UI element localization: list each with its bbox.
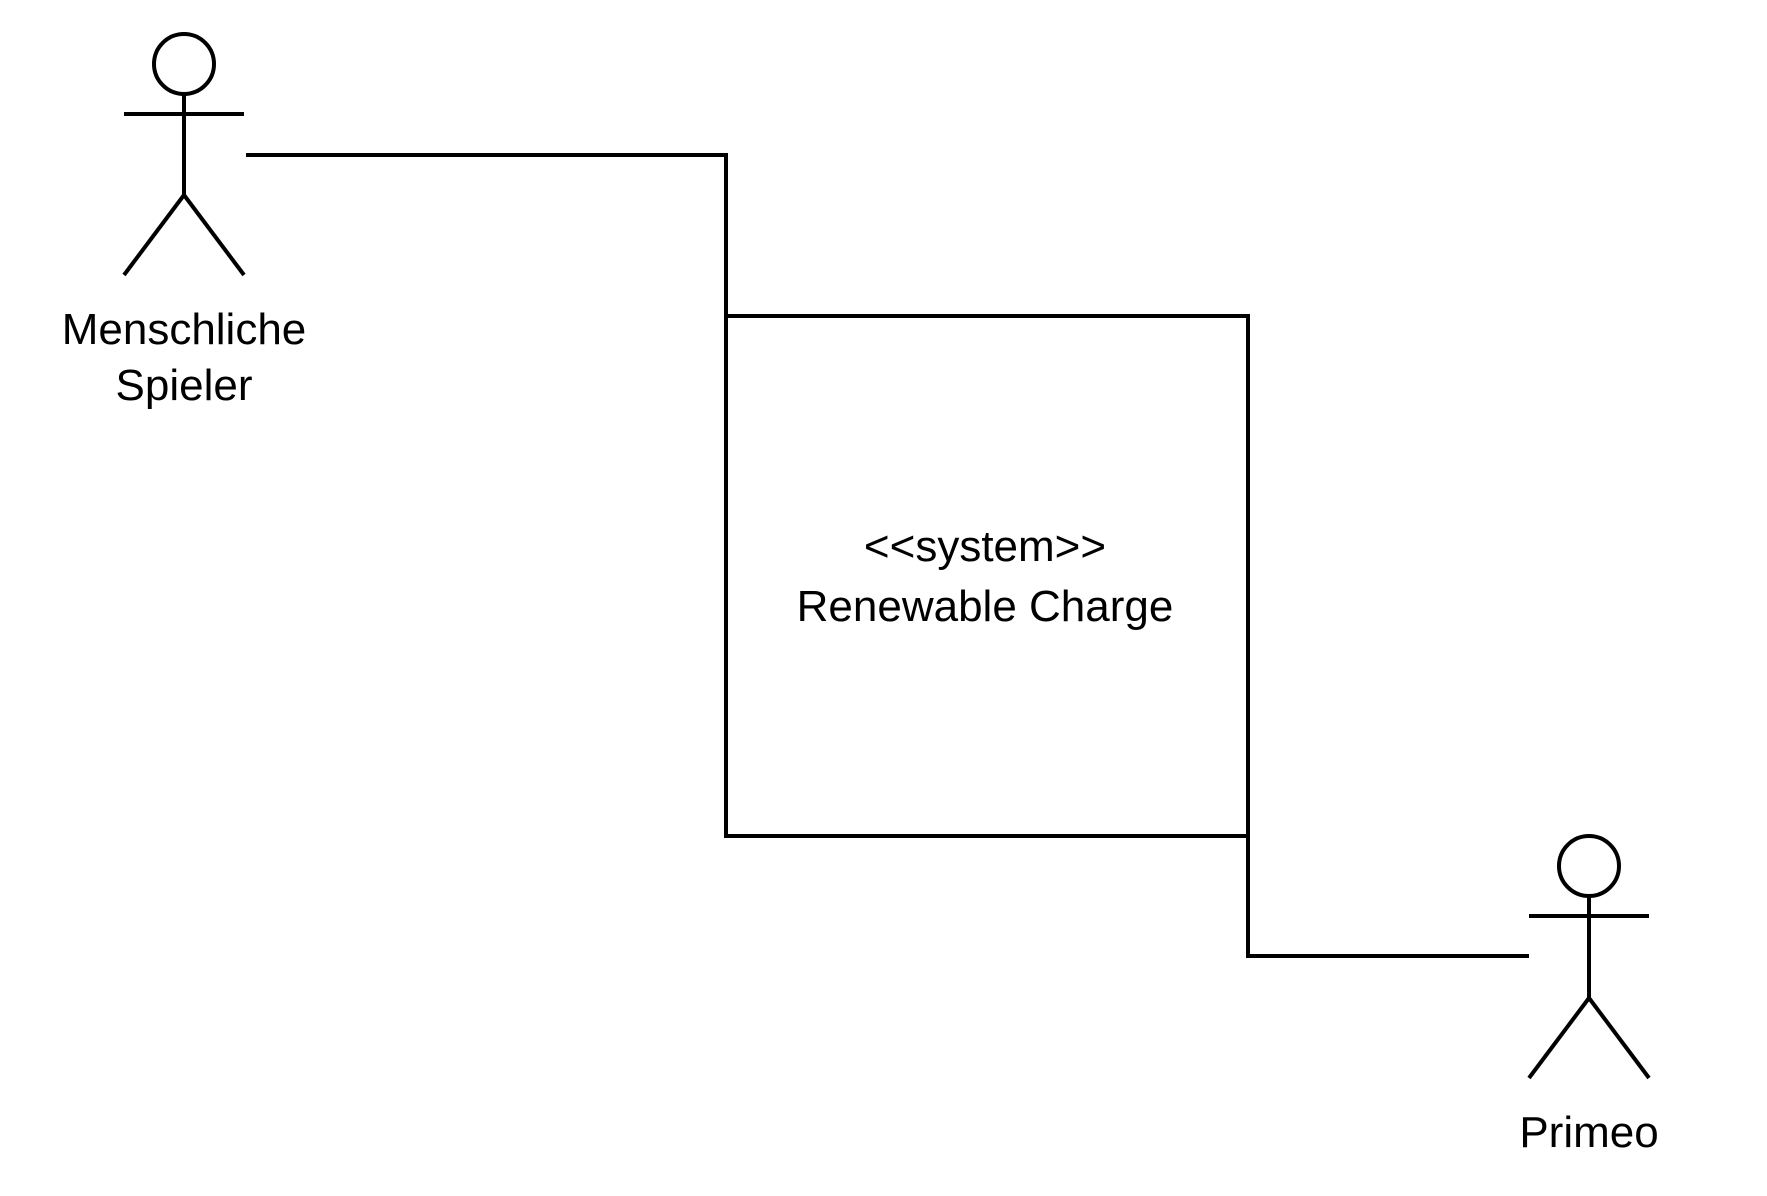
actor-name: Primeo [1519, 1108, 1658, 1157]
actor-head [1557, 834, 1621, 898]
system-box [724, 314, 1250, 838]
system-boundary[interactable]: <<system>> Renewable Charge [724, 314, 1250, 838]
actor-head [152, 32, 216, 96]
actor-name-line1: Menschliche [62, 305, 307, 354]
actor-right-leg [1587, 996, 1651, 1080]
actor-left-leg [1527, 996, 1591, 1080]
system-stereotype: <<system>> [864, 522, 1106, 571]
actor-menschliche-spieler[interactable]: Menschliche Spieler [62, 32, 307, 410]
association-line-spieler-system[interactable] [246, 153, 728, 316]
actor-primeo[interactable]: Primeo [1519, 834, 1659, 1157]
actor-left-leg [122, 193, 186, 277]
association-line-system-primeo[interactable] [1246, 836, 1529, 958]
system-name: Renewable Charge [797, 582, 1174, 631]
actor-right-leg [182, 193, 246, 277]
actor-name-line2: Spieler [116, 361, 253, 410]
